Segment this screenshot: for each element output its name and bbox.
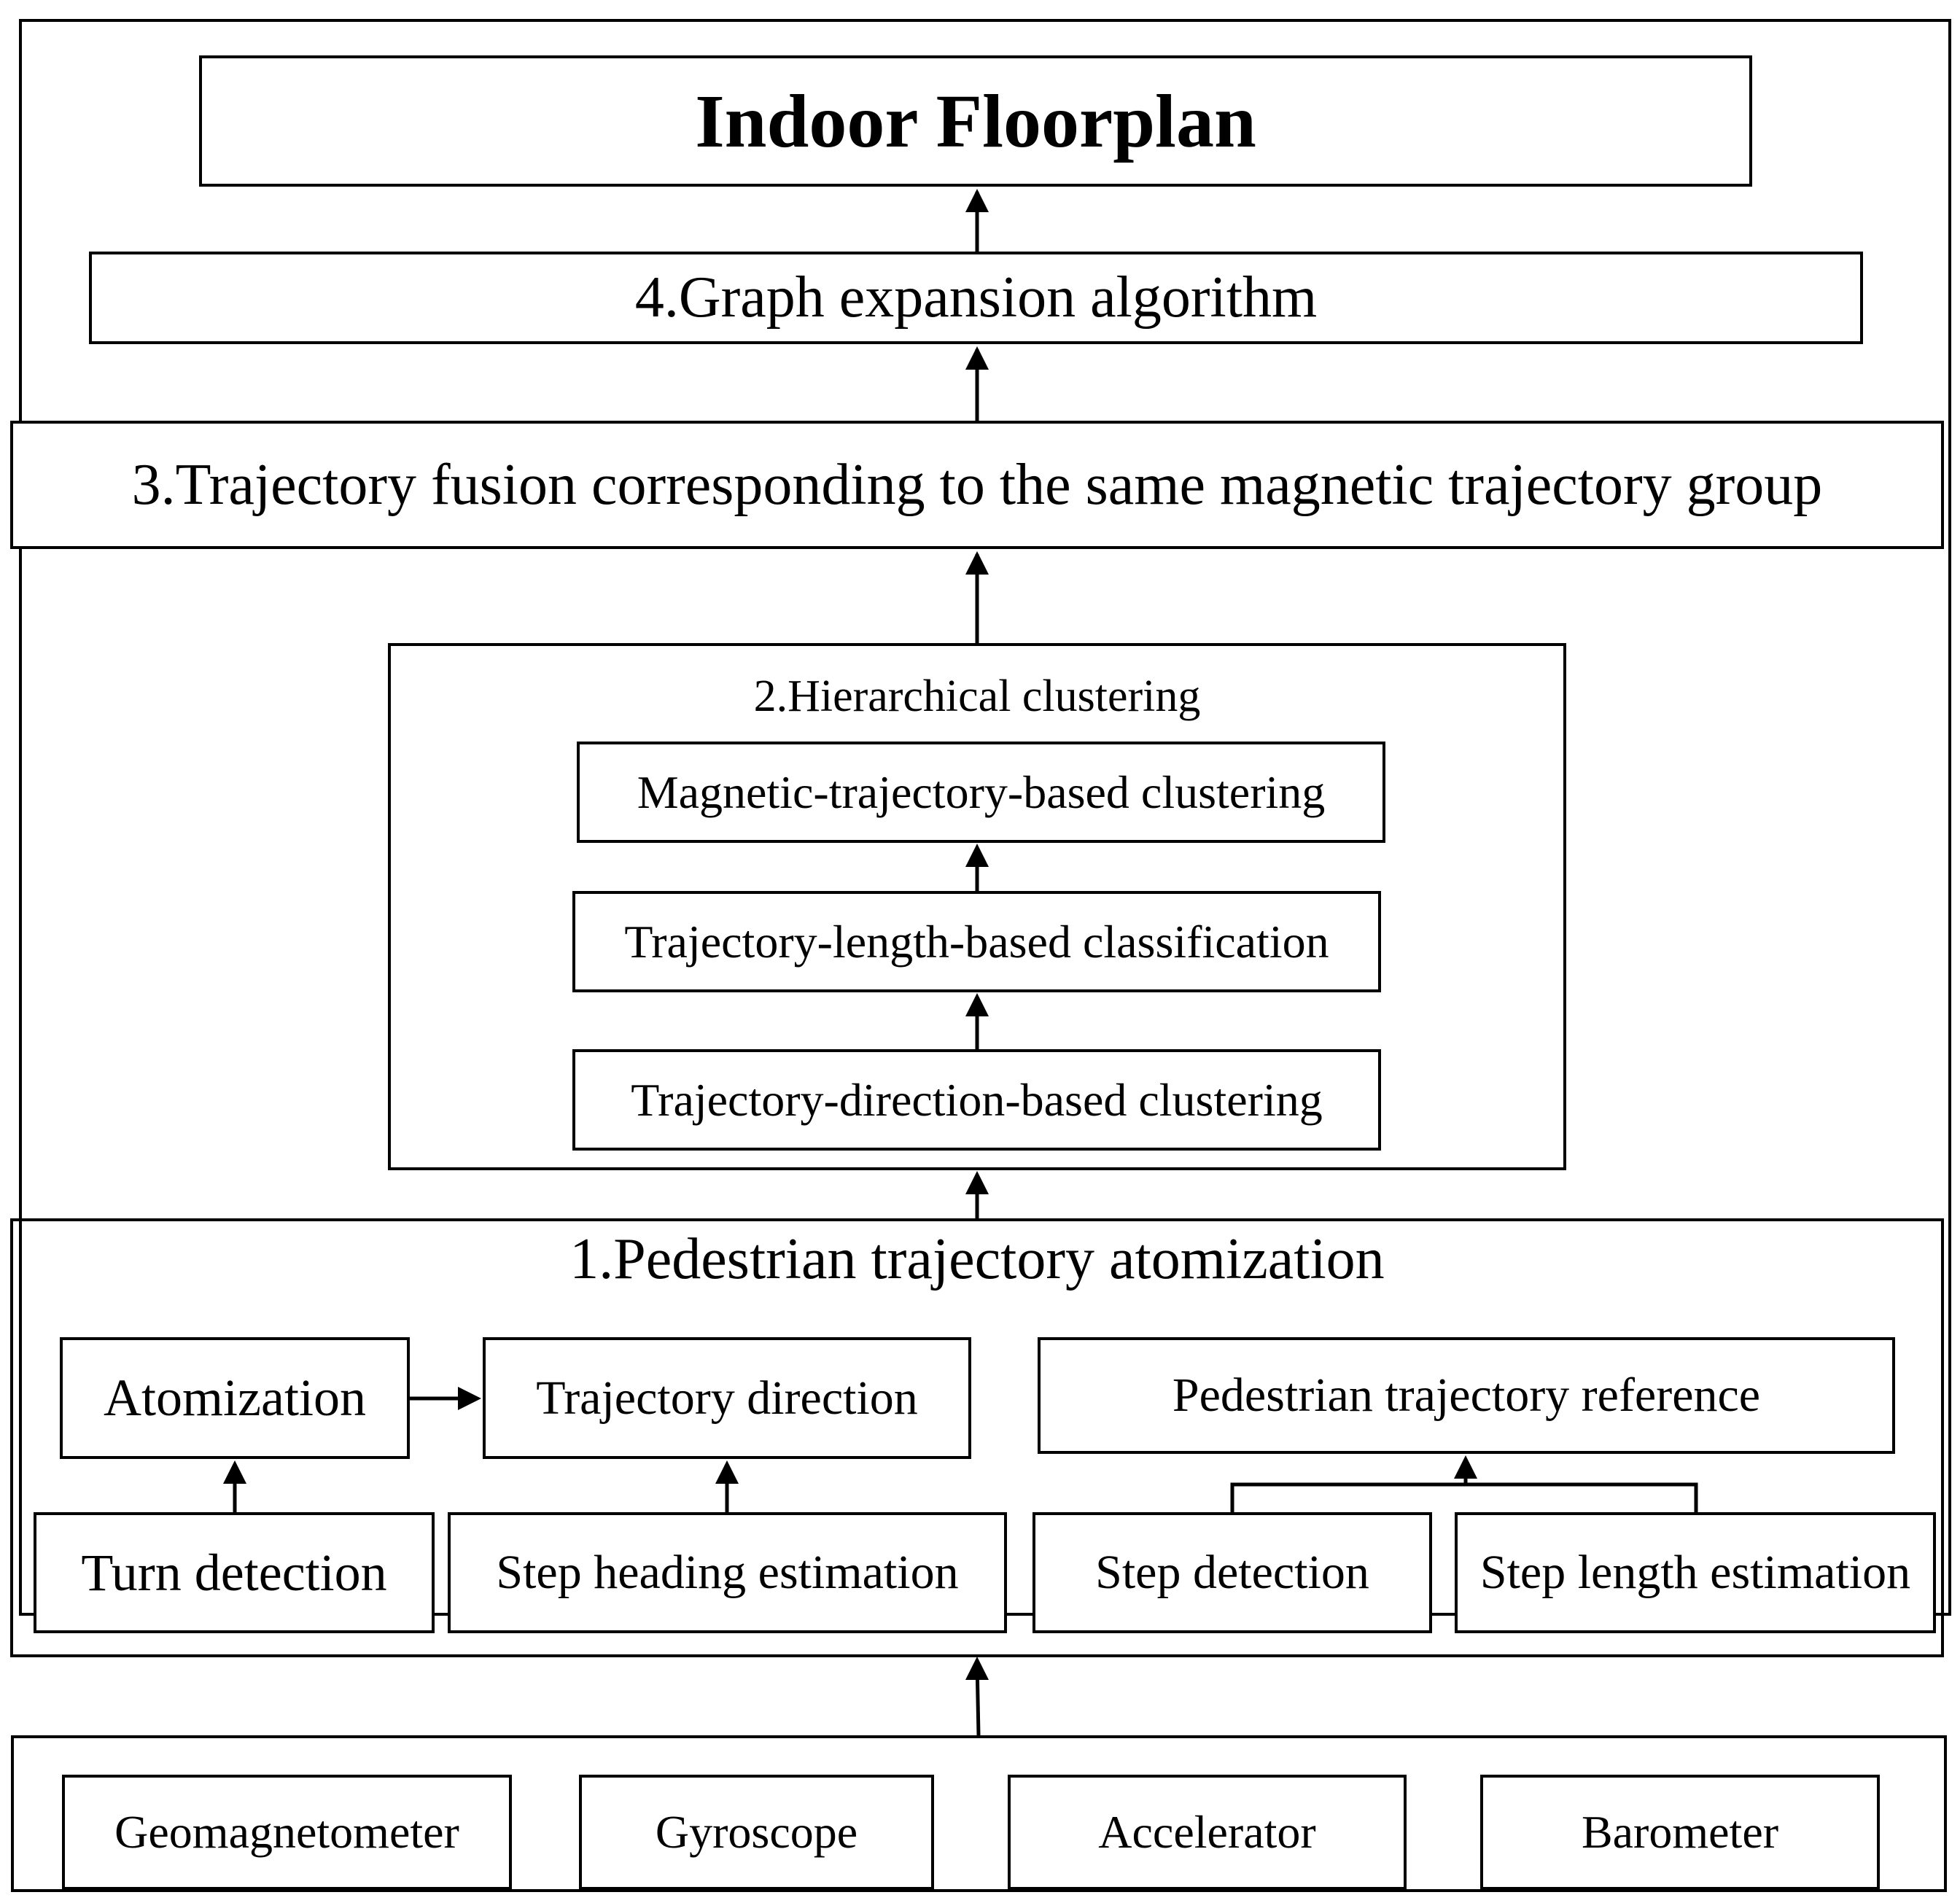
step2-title: 2.Hierarchical clustering [753,672,1201,721]
arrowhead-atomization [458,1387,481,1410]
connector-step-bracket [1230,1482,1698,1512]
gyroscope-box: Gyroscope [579,1775,934,1890]
graph-expansion-box: 4.Graph expansion algorithm [89,252,1863,344]
turn-detection-label: Turn detection [81,1543,387,1602]
step3-label: 3.Trajectory fusion corresponding to the… [131,452,1823,517]
step-heading-box: Step heading estimation [448,1512,1007,1633]
arrowhead-step1 [965,1171,989,1194]
turn-detection-box: Turn detection [34,1512,435,1633]
accelerator-box: Accelerator [1008,1775,1407,1890]
arrowhead-direction [965,993,989,1016]
direction-clustering-label: Trajectory-direction-based clustering [631,1073,1323,1126]
barometer-box: Barometer [1480,1775,1880,1890]
arrowhead-step2 [965,551,989,575]
arrowhead-step4 [965,189,989,212]
step4-label: 4.Graph expansion algorithm [634,265,1318,330]
direction-clustering-box: Trajectory-direction-based clustering [572,1049,1381,1151]
trajectory-direction-label: Trajectory direction [536,1371,918,1425]
trajectory-reference-box: Pedestrian trajectory reference [1038,1337,1895,1454]
hierarchical-clustering-group [388,643,1566,1170]
step1-title: 1.Pedestrian trajectory atomization [569,1227,1385,1291]
trajectory-fusion-box: 3.Trajectory fusion corresponding to the… [10,421,1944,549]
magnetic-clustering-box: Magnetic-trajectory-based clustering [577,742,1385,843]
trajectory-atomization-group [10,1218,1944,1657]
step-length-box: Step length estimation [1455,1512,1936,1633]
step-detection-label: Step detection [1095,1546,1369,1599]
geomagnetometer-box: Geomagnetometer [62,1775,512,1890]
barometer-label: Barometer [1581,1806,1779,1858]
length-classification-box: Trajectory-length-based classification [572,891,1381,992]
arrowhead-sensors [965,1657,989,1680]
accelerator-label: Accelerator [1098,1806,1316,1858]
magnetic-clustering-label: Magnetic-trajectory-based clustering [637,766,1326,818]
indoor-floorplan-box: Indoor Floorplan [199,55,1752,187]
sensor-group [11,1735,1947,1892]
atomization-box: Atomization [60,1337,410,1459]
page-title: Indoor Floorplan [695,79,1256,163]
step-length-label: Step length estimation [1479,1546,1911,1599]
arrowhead-turn [223,1460,246,1484]
step-detection-box: Step detection [1032,1512,1432,1633]
arrowhead-heading [715,1460,739,1484]
trajectory-direction-box: Trajectory direction [483,1337,971,1459]
atomization-label: Atomization [104,1369,366,1427]
step-heading-label: Step heading estimation [496,1546,959,1599]
arrowhead-step3 [965,346,989,370]
length-classification-label: Trajectory-length-based classification [624,915,1329,968]
arrowhead-reference [1454,1455,1477,1479]
trajectory-reference-label: Pedestrian trajectory reference [1172,1369,1761,1422]
geomagnetometer-label: Geomagnetometer [114,1806,459,1858]
arrowhead-length [965,844,989,867]
gyroscope-label: Gyroscope [655,1806,858,1858]
